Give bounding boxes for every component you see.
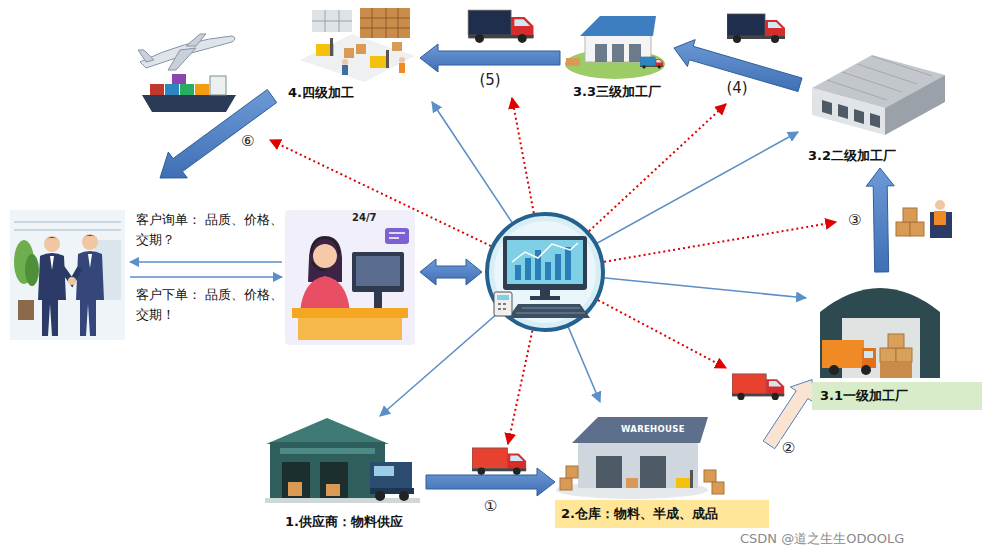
site-node: 4.四级加工 xyxy=(285,3,420,103)
site-caption: 3.2二级加工厂 xyxy=(808,148,896,164)
customer-note: 客户询单： 品质、价格、交期？ xyxy=(136,210,286,250)
workshop-picture xyxy=(300,8,415,82)
factory-picture xyxy=(565,16,665,79)
flow-arrow xyxy=(160,90,277,179)
service-tag: 24/7 xyxy=(352,212,377,224)
dialog-arrows xyxy=(130,262,282,277)
site-node: 3.1一级加工厂 xyxy=(812,272,982,410)
callout-number: (5) xyxy=(477,72,502,89)
customer-note: 客户下单： 品质、价格、交期！ xyxy=(136,285,286,325)
site-caption: 1.供应商：物料供应 xyxy=(262,514,426,530)
truck-icon xyxy=(727,14,785,43)
roof-sign: WAREHOUSE xyxy=(621,424,685,434)
site-node: 2.仓库：物料、半成、成品 xyxy=(555,402,769,528)
flow-arrow xyxy=(763,380,814,449)
callout-number: ① xyxy=(482,497,499,514)
site-band: 2.仓库：物料、半成、成品 xyxy=(555,500,769,528)
truck-icon xyxy=(732,374,784,400)
callout-number: ② xyxy=(780,440,797,457)
site-caption: 3.3三级加工厂 xyxy=(560,84,674,100)
service-picture xyxy=(285,210,415,345)
computer-icon xyxy=(487,214,603,330)
control-lines xyxy=(270,98,836,444)
customers-picture xyxy=(10,210,125,340)
site-caption: 4.四级加工 xyxy=(288,85,354,101)
flow-arrow xyxy=(420,44,560,72)
site-node: 3.3三级加工厂 xyxy=(560,3,674,103)
site-node: 3.2二级加工厂 xyxy=(800,38,950,168)
truck-icon xyxy=(468,10,533,43)
callout-number: (4) xyxy=(724,80,749,97)
callout-number: ⑥ xyxy=(240,133,255,150)
watermark: CSDN @道之生生ODOOLG xyxy=(740,531,904,547)
truck-icon xyxy=(472,448,526,475)
factory-picture xyxy=(820,288,940,378)
callout-number: ③ xyxy=(846,212,863,229)
info-lines xyxy=(380,102,806,416)
warehouse-picture xyxy=(556,417,724,499)
loading-picture xyxy=(896,200,952,238)
flow-arrow xyxy=(866,168,894,272)
plane-ship-picture xyxy=(138,34,236,112)
site-band: 3.1一级加工厂 xyxy=(812,382,982,410)
exchange-arrow xyxy=(420,259,482,285)
site-node: 1.供应商：物料供应 xyxy=(262,412,426,532)
supplier-picture xyxy=(265,418,420,503)
flow-arrow xyxy=(426,468,555,496)
factory-picture xyxy=(812,55,945,135)
